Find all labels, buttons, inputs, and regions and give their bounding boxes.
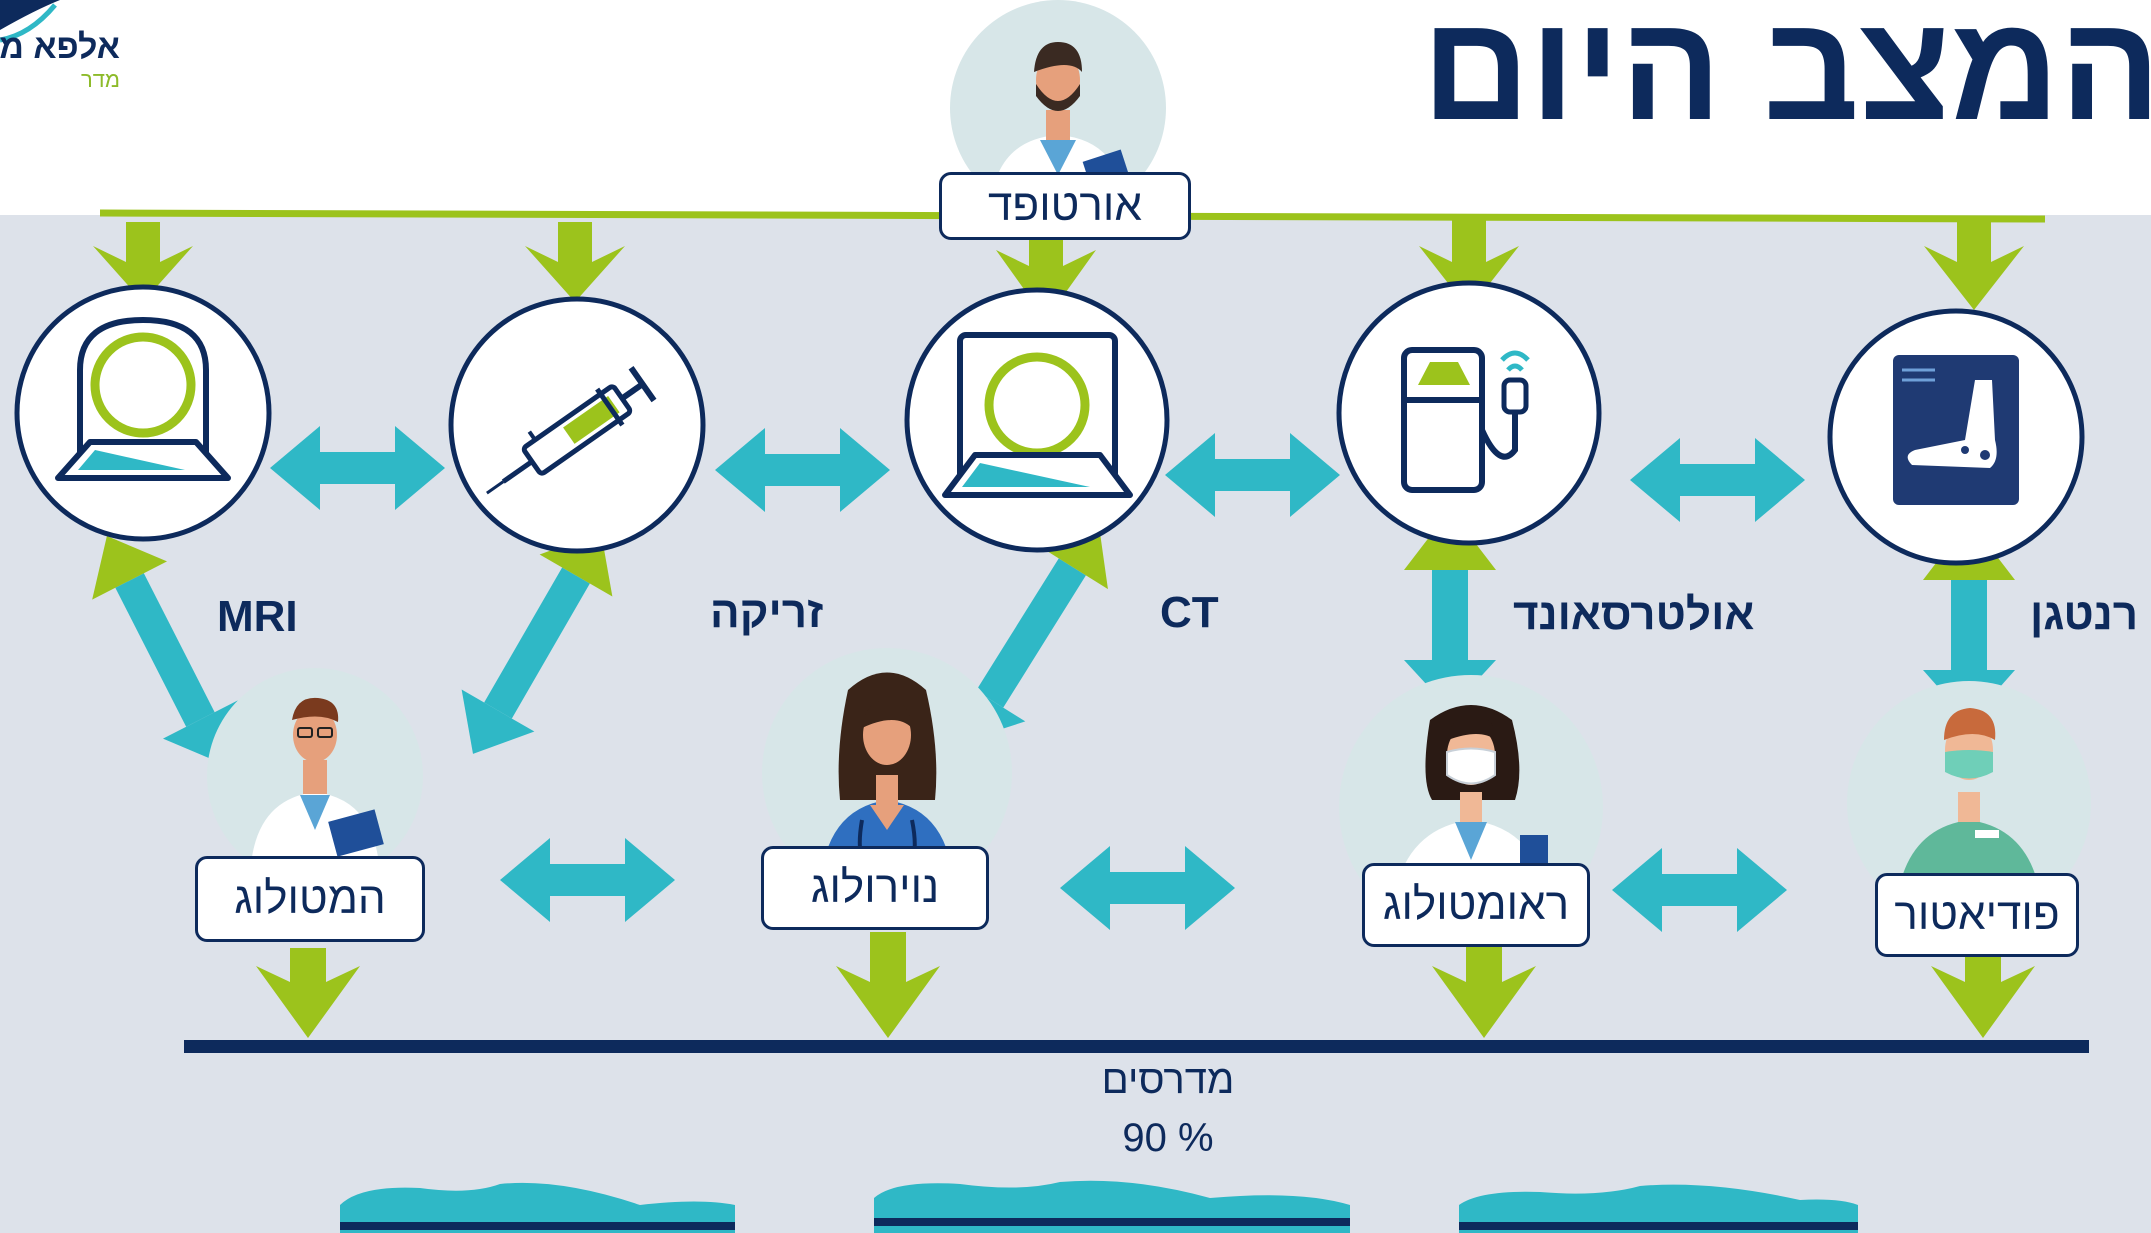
logo-sub-text: מדר xyxy=(80,67,120,92)
logo-mark xyxy=(0,0,60,43)
ultrasound-node xyxy=(1336,280,1602,546)
modality-label-mri: MRI xyxy=(217,592,298,641)
logo: אלפא מ מדר xyxy=(0,28,120,93)
modality-label-xray: רנטגן xyxy=(2030,590,2139,639)
bottom-collection-line xyxy=(184,1040,2089,1053)
bottom-down-arrows xyxy=(256,932,2035,1038)
syringe-icon xyxy=(486,366,657,495)
injection-node xyxy=(448,296,706,554)
specialist-label-rheumatologist: ראומטולוג xyxy=(1362,863,1590,947)
modality-label-injection: זריקה xyxy=(710,588,824,637)
ct-node xyxy=(904,287,1170,553)
insole-shapes xyxy=(340,1180,1858,1233)
specialist-label-neurologist: נוירולוג xyxy=(761,846,989,930)
insoles-label: מדרסים xyxy=(1101,1058,1235,1102)
mri-scanner-icon xyxy=(55,317,231,481)
logo-main-text: אלפא מ xyxy=(0,28,120,66)
page-title: המצב היום xyxy=(1421,0,2151,151)
foot-xray-icon xyxy=(1893,355,2019,505)
hematologist-avatar xyxy=(207,668,423,884)
horizontal-double-arrows xyxy=(270,426,1805,932)
orthopedist-label: אורטופד xyxy=(939,172,1191,240)
specialist-label-podiatrist: פודיאטור xyxy=(1875,873,2079,957)
xray-node xyxy=(1827,308,2085,566)
ultrasound-machine-icon xyxy=(1401,347,1530,493)
mri-node xyxy=(14,284,272,542)
modality-label-ct: CT xyxy=(1160,588,1219,637)
modality-label-ultrasound: אולטרסאונד xyxy=(1513,590,1755,639)
top-down-arrows xyxy=(93,214,2024,320)
insoles-percentage: 90 % xyxy=(1122,1116,1214,1160)
ct-scanner-icon xyxy=(942,332,1133,498)
specialist-label-hematologist: המטולוג xyxy=(195,856,425,942)
